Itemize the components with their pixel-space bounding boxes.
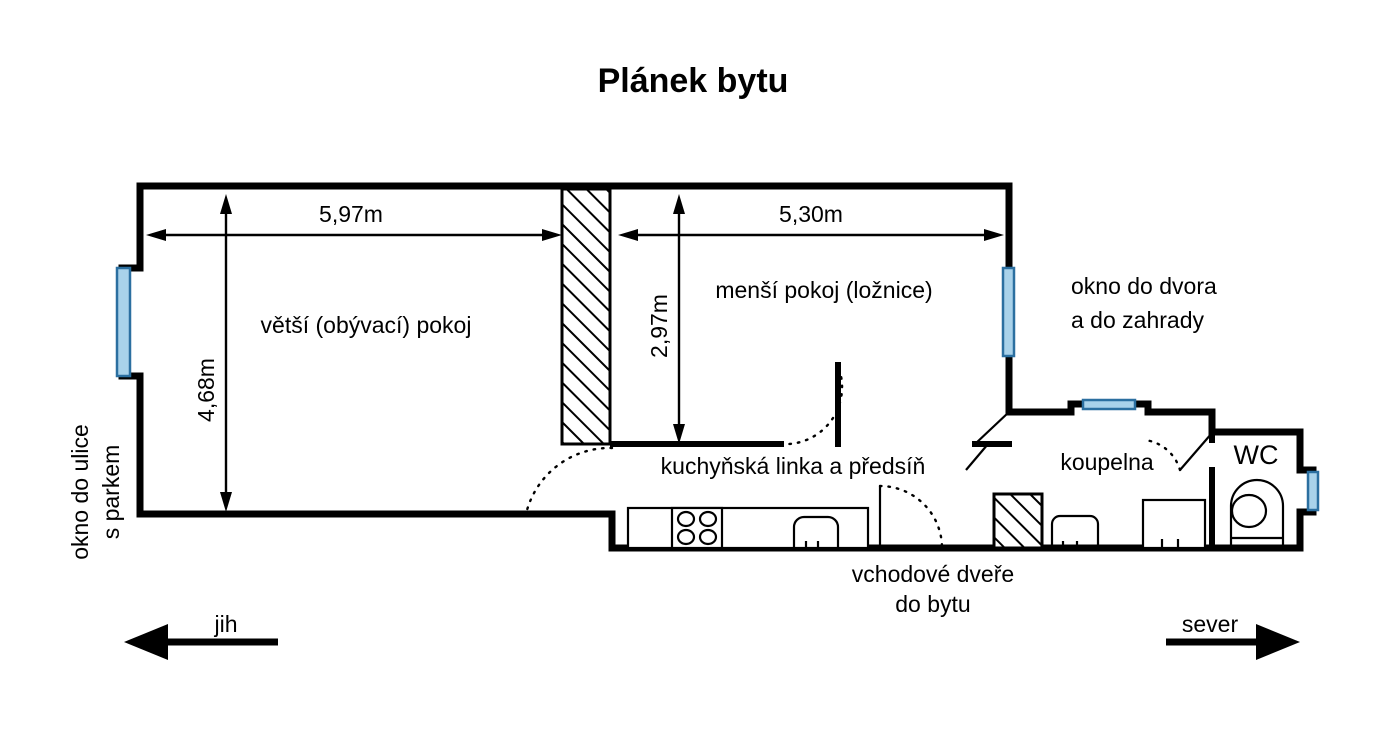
- compass-label-north: sever: [1182, 611, 1239, 637]
- room-label-bathroom: koupelna: [1060, 449, 1154, 475]
- annotation-window-yard-line1: okno do dvora: [1071, 273, 1217, 299]
- door-arc-living-room: [524, 446, 614, 516]
- arrow-left-icon: [124, 624, 168, 660]
- compass-label-south: jih: [213, 611, 237, 637]
- door-arc-bedroom: [779, 364, 844, 446]
- washbasin-icon: [1050, 514, 1100, 548]
- door-arc-entrance: [878, 484, 944, 550]
- dimension-bedroom-width: 5,30m: [618, 201, 1004, 241]
- outer-wall: [118, 182, 1317, 552]
- room-label-bedroom: menší pokoj (ložnice): [715, 277, 932, 303]
- dimension-living-room-width: 5,97m: [146, 201, 562, 241]
- dimension-bedroom-depth: 2,97m: [646, 194, 685, 444]
- door-jamb-hall-right: [974, 411, 1010, 445]
- room-label-wc: WC: [1234, 440, 1279, 470]
- bathroom-hatched-block: [992, 492, 1044, 550]
- door-arc-bathroom: [1143, 438, 1182, 472]
- annotation-window-street-line1: okno do ulice: [67, 424, 93, 560]
- door-jamb-bathroom: [1179, 432, 1213, 471]
- compass-south: jih: [124, 611, 278, 660]
- dimension-label-5-30: 5,30m: [779, 201, 843, 227]
- window-bathroom: [1081, 398, 1137, 411]
- window-yard: [1001, 266, 1016, 358]
- annotation-window-yard-line2: a do zahrady: [1071, 307, 1204, 333]
- room-label-kitchen-hall: kuchyňská linka a předsíň: [661, 453, 926, 479]
- dimension-label-4-68: 4,68m: [193, 358, 219, 422]
- dimension-label-2-97: 2,97m: [646, 294, 672, 358]
- bathroom-fixtures: [992, 492, 1207, 550]
- window-wc: [1306, 470, 1320, 512]
- dimension-living-room-depth: 4,68m: [193, 194, 232, 512]
- room-label-living-room: větší (obývací) pokoj: [261, 312, 472, 338]
- dimension-label-5-97: 5,97m: [319, 201, 383, 227]
- kitchen-counter: [626, 506, 870, 550]
- sink-icon: [792, 515, 840, 548]
- window-street: [115, 266, 132, 378]
- compass-north: sever: [1166, 611, 1300, 660]
- door-jamb-kitchen: [965, 443, 989, 471]
- toilet-icon: [1229, 478, 1285, 550]
- annotation-entrance-line1: vchodové dveře: [852, 561, 1014, 587]
- annotation-entrance-line2: do bytu: [895, 591, 970, 617]
- page-title: Plánek bytu: [598, 62, 789, 100]
- hatched-partition-wall: [560, 187, 612, 446]
- wc-fixtures: [1229, 478, 1285, 550]
- arrow-right-icon: [1256, 624, 1300, 660]
- annotation-window-street-line2: s parkem: [98, 445, 124, 540]
- bathtub-icon: [1141, 498, 1207, 550]
